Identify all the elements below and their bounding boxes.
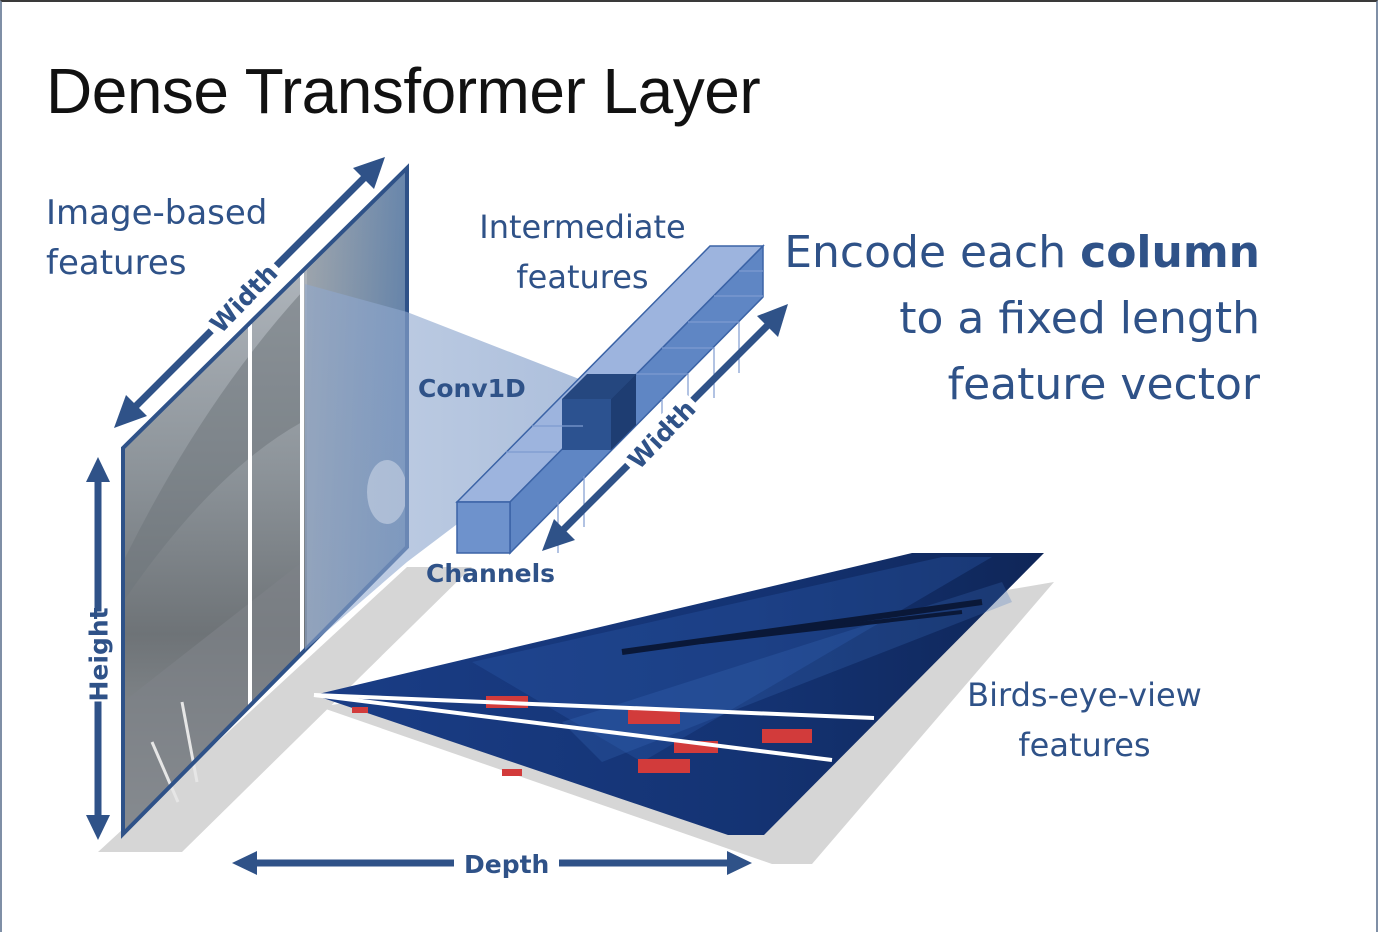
bev-features-plane xyxy=(313,553,1044,835)
encode-line1-bold: column xyxy=(1080,227,1260,278)
intermediate-features-label-line2: features xyxy=(516,258,649,296)
encode-line3: feature vector xyxy=(947,359,1260,410)
bev-object xyxy=(352,707,368,713)
image-plane-shadow xyxy=(98,567,472,852)
encoded-column-cell xyxy=(562,374,636,399)
bev-object xyxy=(638,759,690,773)
bev-object xyxy=(762,729,812,743)
intermediate-features-cuboid xyxy=(455,244,765,555)
bev-object xyxy=(502,769,522,776)
bev-features-label-line1: Birds-eye-view xyxy=(967,676,1202,714)
encode-line2: to a fixed length xyxy=(899,293,1260,344)
image-features-label-line2: features xyxy=(46,243,187,283)
channels-label: Channels xyxy=(426,559,556,588)
image-features-label: Image-based features xyxy=(46,188,306,288)
intermediate-features-label: Intermediate features xyxy=(470,202,695,302)
column-projection xyxy=(305,284,612,650)
bev-object xyxy=(628,710,680,724)
slide-title: Dense Transformer Layer xyxy=(46,55,761,127)
bev-features-label-line2: features xyxy=(1018,726,1151,764)
bev-features-label: Birds-eye-view features xyxy=(952,670,1217,770)
depth-label: Depth xyxy=(454,850,560,879)
encode-description: Encode each column to a fixed length fea… xyxy=(740,220,1260,418)
conv1d-label: Conv1D xyxy=(418,374,526,403)
encode-line1-prefix: Encode each xyxy=(784,227,1081,278)
intermediate-features-label-line1: Intermediate xyxy=(479,208,686,246)
height-label: Height xyxy=(84,607,114,702)
image-features-label-line1: Image-based xyxy=(46,193,268,233)
